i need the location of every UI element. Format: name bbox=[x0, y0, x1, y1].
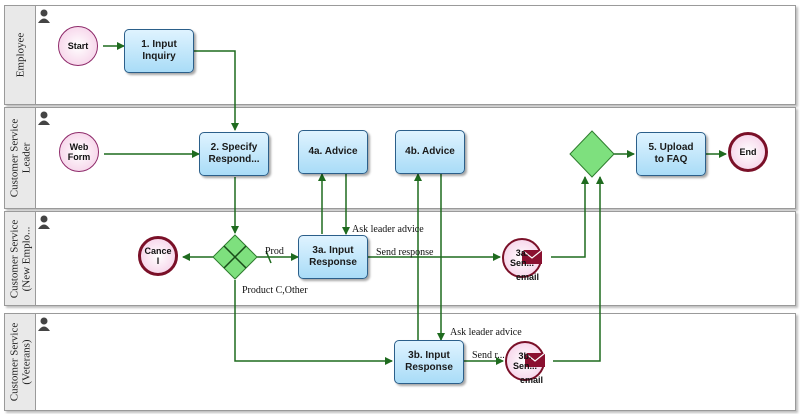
start-event[interactable]: Start bbox=[58, 26, 98, 66]
cancel-end-event[interactable]: Cance l bbox=[138, 236, 178, 276]
end-event[interactable]: End bbox=[728, 132, 768, 172]
gateway-merge bbox=[569, 130, 615, 178]
person-icon bbox=[38, 9, 50, 23]
task-input-response-3a[interactable]: 3a. Input Response bbox=[298, 235, 368, 279]
envelope-icon bbox=[522, 250, 542, 264]
person-icon bbox=[38, 215, 50, 229]
flow-send-a-to-gateway-top bbox=[551, 176, 589, 258]
send-event-3a-type: email bbox=[516, 272, 540, 282]
flow-condition-marker bbox=[265, 250, 272, 264]
send-event-3b-type: email bbox=[520, 375, 544, 385]
flow-label-send-b: Send r... bbox=[472, 350, 505, 361]
webform-start-event[interactable]: Web Form bbox=[59, 132, 99, 172]
flow-label-product-other: Product C,Other bbox=[242, 285, 308, 296]
lane-new-employee: Customer Service (New Emplo... bbox=[4, 211, 796, 306]
flow-label-ask-advice-b: Ask leader advice bbox=[450, 327, 522, 338]
task-upload-faq[interactable]: 5. Upload to FAQ bbox=[636, 132, 706, 176]
person-icon bbox=[38, 111, 50, 125]
task-advice-4b[interactable]: 4b. Advice bbox=[395, 130, 465, 174]
send-event-3a[interactable]: 3a. Sen... bbox=[502, 238, 542, 278]
task-input-inquiry[interactable]: 1. Input Inquiry bbox=[124, 29, 194, 73]
flow-gateway-to-t3b bbox=[234, 280, 393, 365]
task-input-response-3b[interactable]: 3b. Input Response bbox=[394, 340, 464, 384]
flow-send-b-to-gateway-top bbox=[553, 176, 604, 362]
flow-label-prod: Prod bbox=[265, 246, 284, 257]
send-event-3b[interactable]: 3b. Sen... bbox=[505, 341, 545, 381]
task-specify-responder[interactable]: 2. Specify Respond... bbox=[199, 132, 269, 176]
task-advice-4a[interactable]: 4a. Advice bbox=[298, 130, 368, 174]
flow-t1-to-t2 bbox=[194, 50, 239, 131]
person-icon bbox=[38, 317, 50, 331]
gateway-decision bbox=[212, 234, 258, 280]
flow-label-send-response-a: Send response bbox=[376, 247, 434, 258]
flow-label-ask-advice-a: Ask leader advice bbox=[352, 224, 424, 235]
envelope-icon bbox=[525, 353, 545, 367]
